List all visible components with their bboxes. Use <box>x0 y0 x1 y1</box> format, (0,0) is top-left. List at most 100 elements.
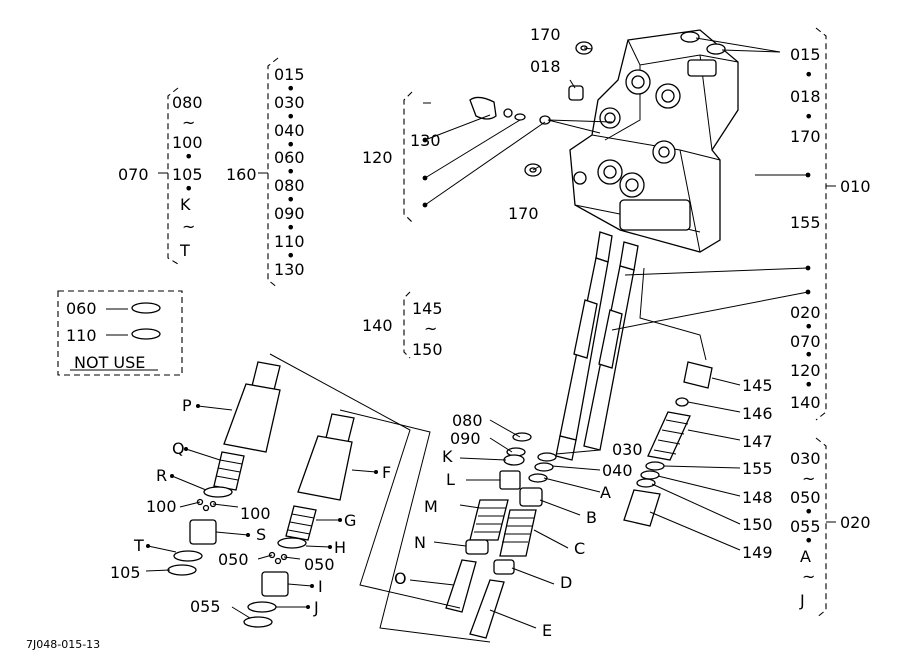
label-060: 060 <box>274 148 305 167</box>
spool-seals <box>499 432 557 507</box>
label-080-b: 080 <box>274 176 305 195</box>
dot-sep: • <box>804 345 813 364</box>
label-020-r: 020 <box>790 303 821 322</box>
part-015-top <box>680 31 726 55</box>
spring-G <box>285 505 317 541</box>
part-O <box>445 559 477 613</box>
label-F: F <box>382 463 391 482</box>
label-055-r: 055 <box>790 517 821 536</box>
label-J: J <box>313 598 319 617</box>
label-145-r: 145 <box>742 376 773 395</box>
tilde: ~ <box>424 319 437 338</box>
label-155-c: 155 <box>742 459 773 478</box>
label-170-r: 170 <box>790 127 821 146</box>
label-015: 015 <box>274 65 305 84</box>
label-J-r: J <box>799 591 805 610</box>
label-A-r: A <box>800 547 811 566</box>
label-150: 150 <box>412 340 443 359</box>
label-140: 140 <box>362 316 393 335</box>
valve-body <box>569 29 739 253</box>
parts-155-148-150 <box>636 461 665 488</box>
box-not-use <box>57 290 183 376</box>
part-055 <box>243 616 273 628</box>
part-D <box>493 559 515 575</box>
label-020: 020 <box>840 513 871 532</box>
part-018 <box>568 85 584 101</box>
label-T: T <box>179 241 190 260</box>
label-M: M <box>424 497 438 516</box>
label-015-top: 015 <box>790 45 821 64</box>
label-L: L <box>446 470 455 489</box>
label-050-r: 050 <box>790 488 821 507</box>
part-J <box>247 601 277 613</box>
label-Q: Q <box>172 439 185 458</box>
label-120: 120 <box>362 148 393 167</box>
label-G: G <box>344 511 356 530</box>
label-160: 160 <box>226 165 257 184</box>
label-H: H <box>334 538 346 557</box>
label-146: 146 <box>742 404 773 423</box>
part-145 <box>683 361 713 389</box>
label-090: 090 <box>274 204 305 223</box>
part-S <box>189 519 217 545</box>
spring-C <box>499 509 537 557</box>
label-130: 130 <box>410 131 441 150</box>
label-050-a: 050 <box>218 550 249 569</box>
label-T: T <box>133 536 144 555</box>
tilde: ~ <box>802 567 815 586</box>
label-I: I <box>318 577 323 596</box>
label-K-c: K <box>442 447 453 466</box>
part-N <box>465 539 489 555</box>
label-170-top: 170 <box>530 25 561 44</box>
label-040-c: 040 <box>602 461 633 480</box>
part-130-plug <box>469 96 551 125</box>
label-105: 105 <box>172 165 203 184</box>
label-080-c: 080 <box>452 411 483 430</box>
label-P: P <box>182 396 192 415</box>
tilde: ~ <box>182 113 195 132</box>
dot-sep: • <box>286 246 295 265</box>
tilde: ~ <box>802 469 815 488</box>
label-090-c: 090 <box>450 429 481 448</box>
label-080: 080 <box>172 93 203 112</box>
label-C: C <box>574 539 585 558</box>
dot-sep: • <box>286 135 295 154</box>
label-030-r: 030 <box>790 449 821 468</box>
label-E: E <box>542 621 552 640</box>
spool-right <box>583 241 639 451</box>
label-148: 148 <box>742 488 773 507</box>
label-120-r: 120 <box>790 361 821 380</box>
label-140-r: 140 <box>790 393 821 412</box>
label-018-r: 018 <box>790 87 821 106</box>
label-040: 040 <box>274 121 305 140</box>
label-030: 030 <box>274 93 305 112</box>
dot-sep: • <box>286 218 295 237</box>
spool-left <box>555 231 613 461</box>
bracket-020-group <box>815 437 836 619</box>
label-130-b: 130 <box>274 260 305 279</box>
part-E <box>469 579 505 639</box>
parts-100 <box>196 498 217 512</box>
label-155-r: 155 <box>790 213 821 232</box>
label-S: S <box>256 525 266 544</box>
label-A: A <box>600 483 611 502</box>
part-F <box>297 413 355 501</box>
dot-sep: • <box>804 502 813 521</box>
label-070: 070 <box>118 165 149 184</box>
label-105: 105 <box>110 563 141 582</box>
part-T <box>173 550 203 562</box>
spring-M <box>469 499 509 541</box>
parts-050 <box>268 551 288 565</box>
part-146 <box>675 397 689 407</box>
label-150-c: 150 <box>742 515 773 534</box>
dot-sep: • <box>804 531 813 550</box>
dot-sep: • <box>286 162 295 181</box>
part-I <box>261 571 289 597</box>
label-100: 100 <box>172 133 203 152</box>
tilde: ~ <box>182 217 195 236</box>
label-010: 010 <box>840 177 871 196</box>
dot-sep: • <box>286 79 295 98</box>
dot-sep: • <box>286 107 295 126</box>
label-R: R <box>156 466 167 485</box>
label-K: K <box>180 195 191 214</box>
